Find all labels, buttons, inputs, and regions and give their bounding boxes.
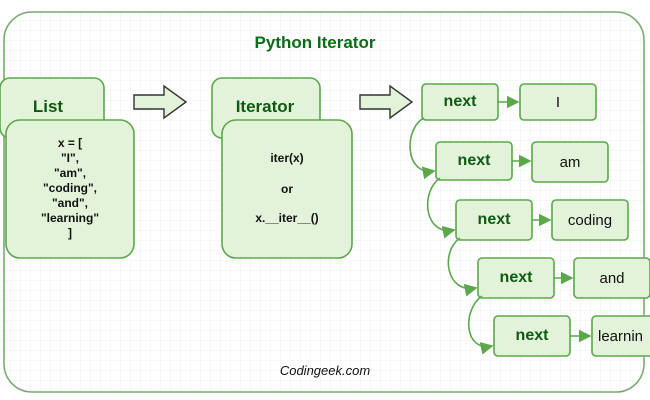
list-front-card: [5, 119, 135, 259]
next-label: next: [499, 269, 533, 286]
value-box: [551, 199, 629, 241]
value-label: coding: [567, 211, 613, 229]
value-box: [591, 315, 650, 357]
value-box: [573, 257, 650, 299]
curve-connector-2: [426, 177, 456, 239]
next-label: next: [515, 327, 549, 344]
value-box: [531, 141, 609, 183]
iterator-title: Iterator: [235, 97, 295, 116]
curve-connector-4: [468, 295, 494, 355]
code-line: "coding",: [42, 180, 98, 195]
value-label: am: [559, 153, 581, 171]
footer-credit: Codingeek.com: [279, 362, 371, 378]
value-label: and: [599, 269, 625, 287]
code-line: ]: [68, 225, 72, 240]
next-label: next: [477, 211, 511, 228]
chain-row-2: [435, 141, 609, 183]
code-line: "am",: [53, 165, 87, 180]
code-line: "learning": [40, 210, 100, 225]
block-arrow-2: [359, 84, 414, 120]
diagram-title: Python Iterator: [254, 33, 376, 52]
block-arrow-1: [133, 84, 188, 120]
code-line: "I",: [60, 150, 80, 165]
iterator-or: or: [281, 182, 293, 196]
chain-row-1: [421, 83, 597, 121]
chain-row-4: [477, 257, 650, 299]
value-label: learnin: [598, 327, 644, 345]
chain-row-5: [493, 315, 650, 357]
code-line: x = [: [57, 135, 83, 150]
curve-connector-3: [447, 237, 478, 297]
list-code: x = [ "I", "am", "coding", "and", "learn…: [8, 128, 132, 248]
iterator-dunder: x.__iter__(): [255, 211, 319, 225]
iterator-front-card: [221, 119, 353, 259]
value-box: [519, 83, 597, 121]
code-line: "and",: [51, 195, 89, 210]
list-title: List: [32, 97, 64, 116]
iterator-call: iter(x): [270, 151, 304, 165]
value-label: I: [555, 93, 561, 111]
curve-connector-1: [409, 117, 436, 180]
next-label: next: [457, 152, 491, 169]
next-label: next: [443, 93, 477, 110]
chain-row-3: [455, 199, 629, 241]
